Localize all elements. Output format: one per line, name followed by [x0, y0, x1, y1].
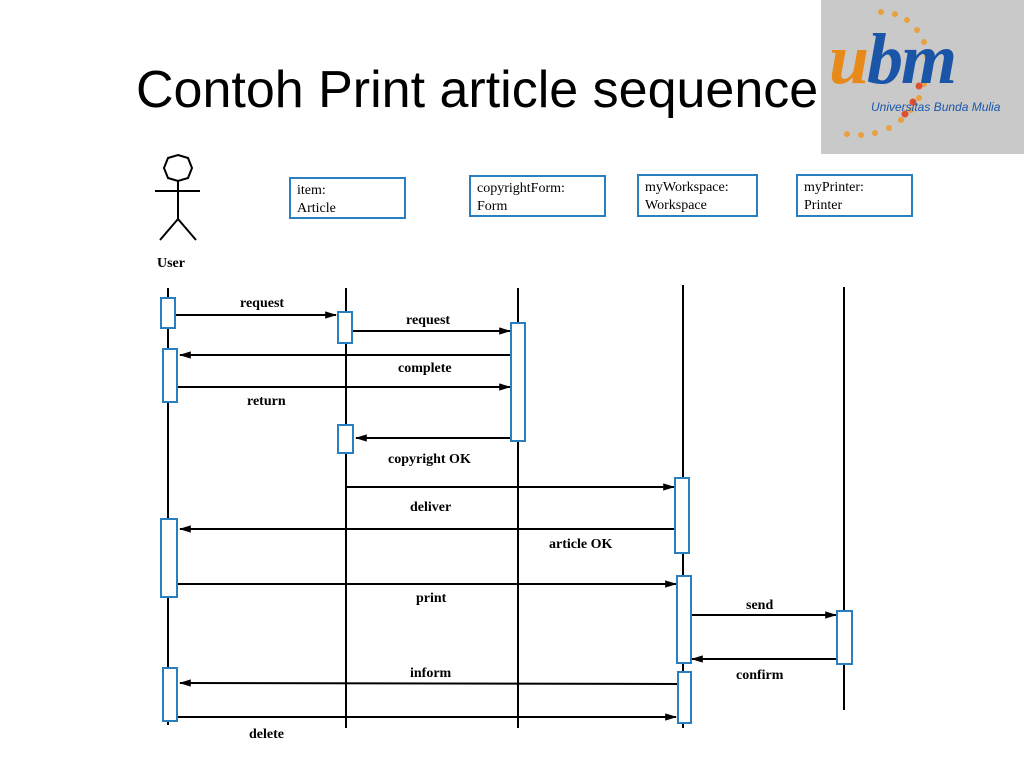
activation-myprinter — [836, 610, 853, 665]
activation-user-3 — [160, 518, 178, 598]
message-label: inform — [410, 666, 452, 681]
logo-wordmark: ubm — [829, 19, 957, 99]
activation-myworkspace-3 — [677, 671, 692, 724]
activation-item-2 — [337, 424, 354, 454]
arrow-inform — [178, 679, 679, 687]
object-name: item: — [297, 183, 326, 198]
activation-myworkspace-1 — [674, 477, 690, 554]
message-label: request — [406, 313, 451, 328]
object-type: Form — [477, 198, 508, 214]
object-myworkspace: myWorkspace: Workspace — [637, 174, 758, 217]
actor-label: User — [157, 256, 185, 271]
activation-copyrightform — [510, 322, 526, 442]
object-item-article: item: Article — [289, 177, 406, 219]
object-name: myWorkspace: — [645, 180, 729, 195]
slide-title: Contoh Print article sequence — [136, 61, 819, 119]
message-label: copyright OK — [388, 452, 471, 467]
message-label: return — [247, 394, 286, 409]
object-type: Printer — [804, 197, 843, 213]
message-label: confirm — [736, 668, 784, 683]
message-label: send — [746, 598, 774, 613]
logo-dots-decoration — [844, 9, 930, 138]
activation-myworkspace-2 — [676, 575, 692, 664]
activation-user-2 — [162, 348, 178, 403]
activation-user-4 — [162, 667, 178, 722]
message-label: complete — [398, 361, 452, 376]
logo-subtitle: Universitas Bunda Mulia — [871, 100, 1001, 114]
activation-item-1 — [337, 311, 353, 344]
message-label: print — [416, 591, 447, 606]
message-label: request — [240, 296, 285, 311]
user-actor-icon — [155, 153, 200, 241]
object-copyrightform: copyrightForm: Form — [469, 175, 606, 217]
object-type: Workspace — [645, 197, 707, 213]
object-type: Article — [297, 200, 336, 216]
ubm-logo: ubm Universitas Bunda Mulia — [821, 0, 1024, 154]
message-label: delete — [249, 727, 284, 742]
object-name: copyrightForm: — [477, 181, 565, 196]
message-label: deliver — [410, 500, 452, 515]
activation-user-1 — [160, 297, 176, 329]
object-name: myPrinter: — [804, 180, 864, 195]
message-label: article OK — [549, 537, 613, 552]
object-myprinter: myPrinter: Printer — [796, 174, 913, 217]
